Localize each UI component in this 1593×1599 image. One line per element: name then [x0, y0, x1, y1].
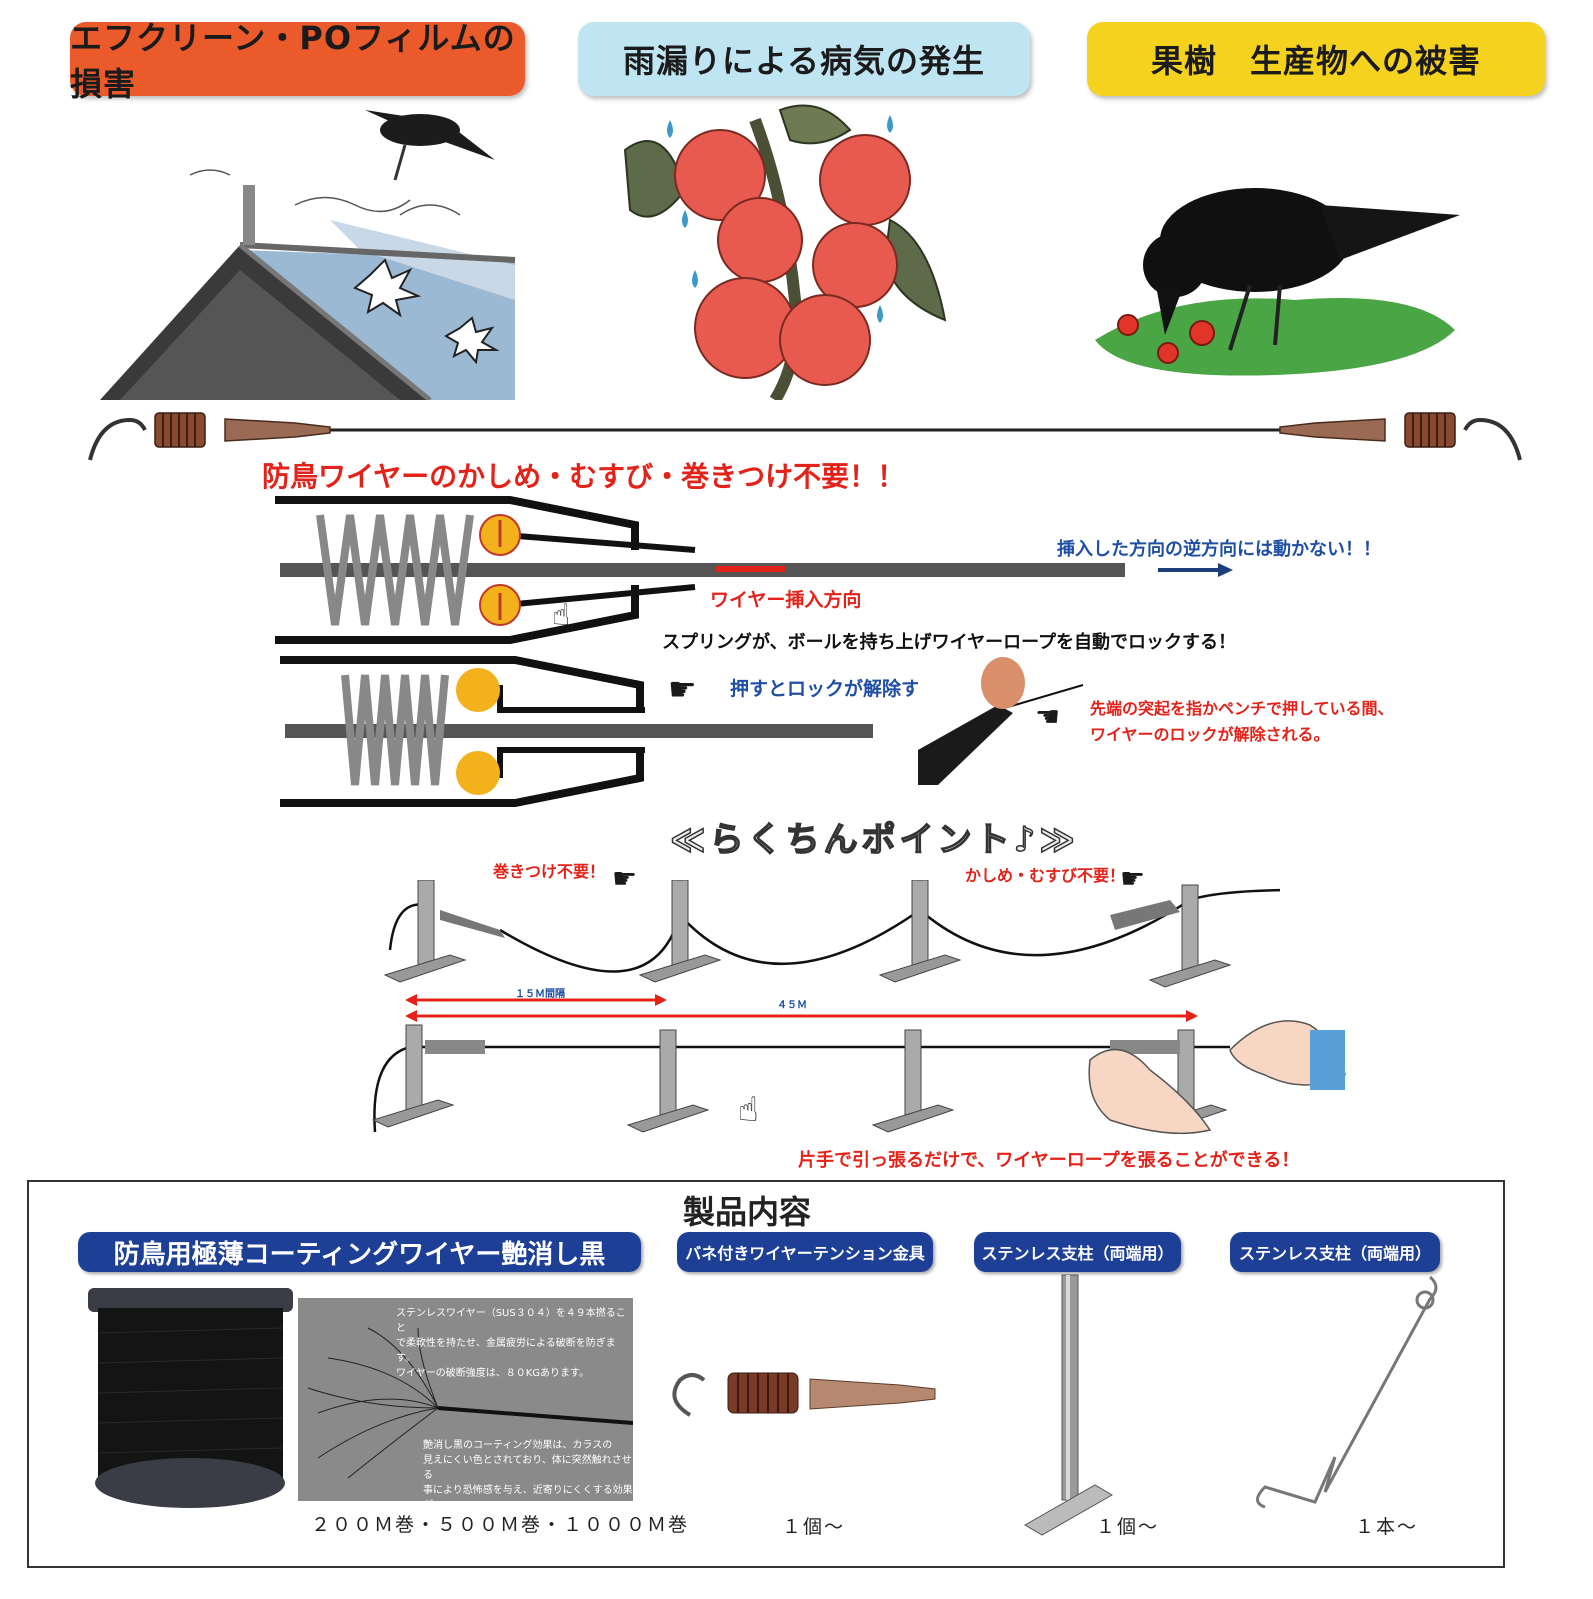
wire-product-label: 防鳥用極薄コーティングワイヤー艶消し黒	[78, 1232, 641, 1272]
post-icon	[871, 1029, 955, 1133]
no-reverse-arrow-icon	[1158, 563, 1233, 577]
post-icon	[383, 880, 467, 983]
wire-desc-line-1: ステンレスワイヤー（SUS３０４）を４９本撚ること	[396, 1308, 626, 1334]
coat-desc-line-3: 事により恐怖感を与え、近寄りにくくする効果が	[423, 1485, 633, 1511]
pointing-hand-icon: ☝	[552, 598, 571, 633]
no-winding-text: 巻きつけ不要！	[493, 862, 606, 881]
coat-desc-line-2: 見えにくい色とされており、体に突然触れさせる	[423, 1455, 632, 1481]
pointing-hand-icon: ☝	[738, 1090, 759, 1130]
push-release-text: 押すとロックが解除する！	[730, 678, 959, 700]
pointing-hand-icon: ☛	[668, 670, 697, 708]
tip-note: 先端の突起を指かペンチで押している間、 ワイヤーのロックが解除される。	[1090, 696, 1394, 748]
wire-with-tensioners	[88, 412, 1522, 461]
span-arrows	[405, 994, 1198, 1022]
banner-fruit-damage: 果樹 生産物への被害	[1087, 22, 1545, 96]
wire-strands-image	[307, 1327, 633, 1479]
lock-mechanism-diagram	[275, 496, 1125, 644]
wire-quantity: ２００Ｍ巻・５００Ｍ巻・１０００Ｍ巻	[311, 1514, 690, 1536]
finger-pressing-tip-photo	[918, 655, 1088, 785]
wire-spool-photo	[88, 1288, 293, 1508]
post-icon	[878, 880, 962, 983]
banner-disease: 雨漏りによる病気の発生	[578, 22, 1030, 96]
post-product-label-1: ステンレス支柱（両端用）	[974, 1232, 1181, 1272]
stainless-wire-post-photo	[1256, 1275, 1438, 1509]
post-product-label-2: ステンレス支柱（両端用）	[1230, 1232, 1440, 1272]
crow-icon	[1143, 188, 1460, 351]
span-45m-label: ４５Ｍ	[777, 1000, 807, 1011]
post-icon	[626, 1029, 710, 1133]
wire-desc-line-3: ワイヤーの破断強度は、８０KGあります。	[396, 1368, 590, 1379]
product-contents-box	[27, 1180, 1505, 1568]
tension-product-label: バネ付きワイヤーテンション金具	[677, 1232, 933, 1272]
diseased-tomato-illustration	[623, 104, 947, 400]
pointing-hand-icon: ☚	[1035, 700, 1061, 733]
product-contents-title: 製品内容	[683, 1193, 812, 1231]
rakuchin-point-title: ≪らくちんポイント♪≫	[669, 819, 1079, 861]
hand-icon	[1088, 1020, 1346, 1135]
post-quantity-1: １個～	[1096, 1516, 1160, 1538]
post-icon	[638, 880, 722, 983]
release-mechanism-diagram	[280, 656, 873, 807]
insert-direction-text: ワイヤー挿入方向	[710, 589, 862, 611]
pointing-hand-icon: ☛	[612, 862, 638, 895]
no-crimp-text: かしめ・むすび不要！	[965, 866, 1126, 885]
post-icon	[1148, 884, 1232, 988]
crow-icon	[365, 110, 495, 181]
tension-fitting-photo	[672, 1372, 936, 1417]
no-reverse-text: 挿入した方向の逆方向には動かない！！	[1057, 539, 1381, 560]
banner-film-damage: エフクリーン・POフィルムの損害	[70, 19, 525, 103]
tip-note-line-1: 先端の突起を指かペンチで押している間、	[1090, 699, 1394, 718]
tension-quantity: １個～	[782, 1516, 846, 1538]
crow-eating-fruit-illustration	[1095, 188, 1460, 376]
coat-desc: 艶消し黒のコーティング効果は、カラスの 見えにくい色とされており、体に突然触れさ…	[423, 1438, 633, 1528]
wire-desc-line-2: で柔軟性を持たせ、金属疲労による破断を防ぎます。	[396, 1338, 616, 1364]
post-quantity-2: １本～	[1355, 1516, 1419, 1538]
wire-strands-photo: ステンレスワイヤー（SUS３０４）を４９本撚ること で柔軟性を持たせ、金属疲労に…	[298, 1298, 633, 1526]
headline: 防鳥ワイヤーのかしめ・むすび・巻きつけ不要！！	[262, 460, 906, 493]
tip-note-line-2: ワイヤーのロックが解除される。	[1090, 725, 1330, 744]
pointing-hand-icon: ☛	[1120, 862, 1146, 895]
coat-desc-line-4: あります。	[423, 1515, 472, 1526]
post-icon	[371, 1024, 455, 1128]
span-15m-label: １５Ｍ間隔	[515, 989, 565, 1000]
stainless-post-photo	[1024, 1274, 1113, 1536]
wire-desc: ステンレスワイヤー（SUS３０４）を４９本撚ること で柔軟性を持たせ、金属疲労に…	[396, 1306, 633, 1381]
sagging-wire-diagram	[383, 880, 1280, 988]
greenhouse-illustration	[100, 110, 516, 400]
spring-lock-text: スプリングが、ボールを持ち上げワイヤーロープを自動でロックする！	[662, 632, 1237, 653]
one-hand-text: 片手で引っ張るだけで、ワイヤーロープを張ることができる！	[798, 1150, 1300, 1171]
tensioned-wire-diagram	[371, 1020, 1346, 1135]
coat-desc-line-1: 艶消し黒のコーティング効果は、カラスの	[423, 1440, 613, 1451]
